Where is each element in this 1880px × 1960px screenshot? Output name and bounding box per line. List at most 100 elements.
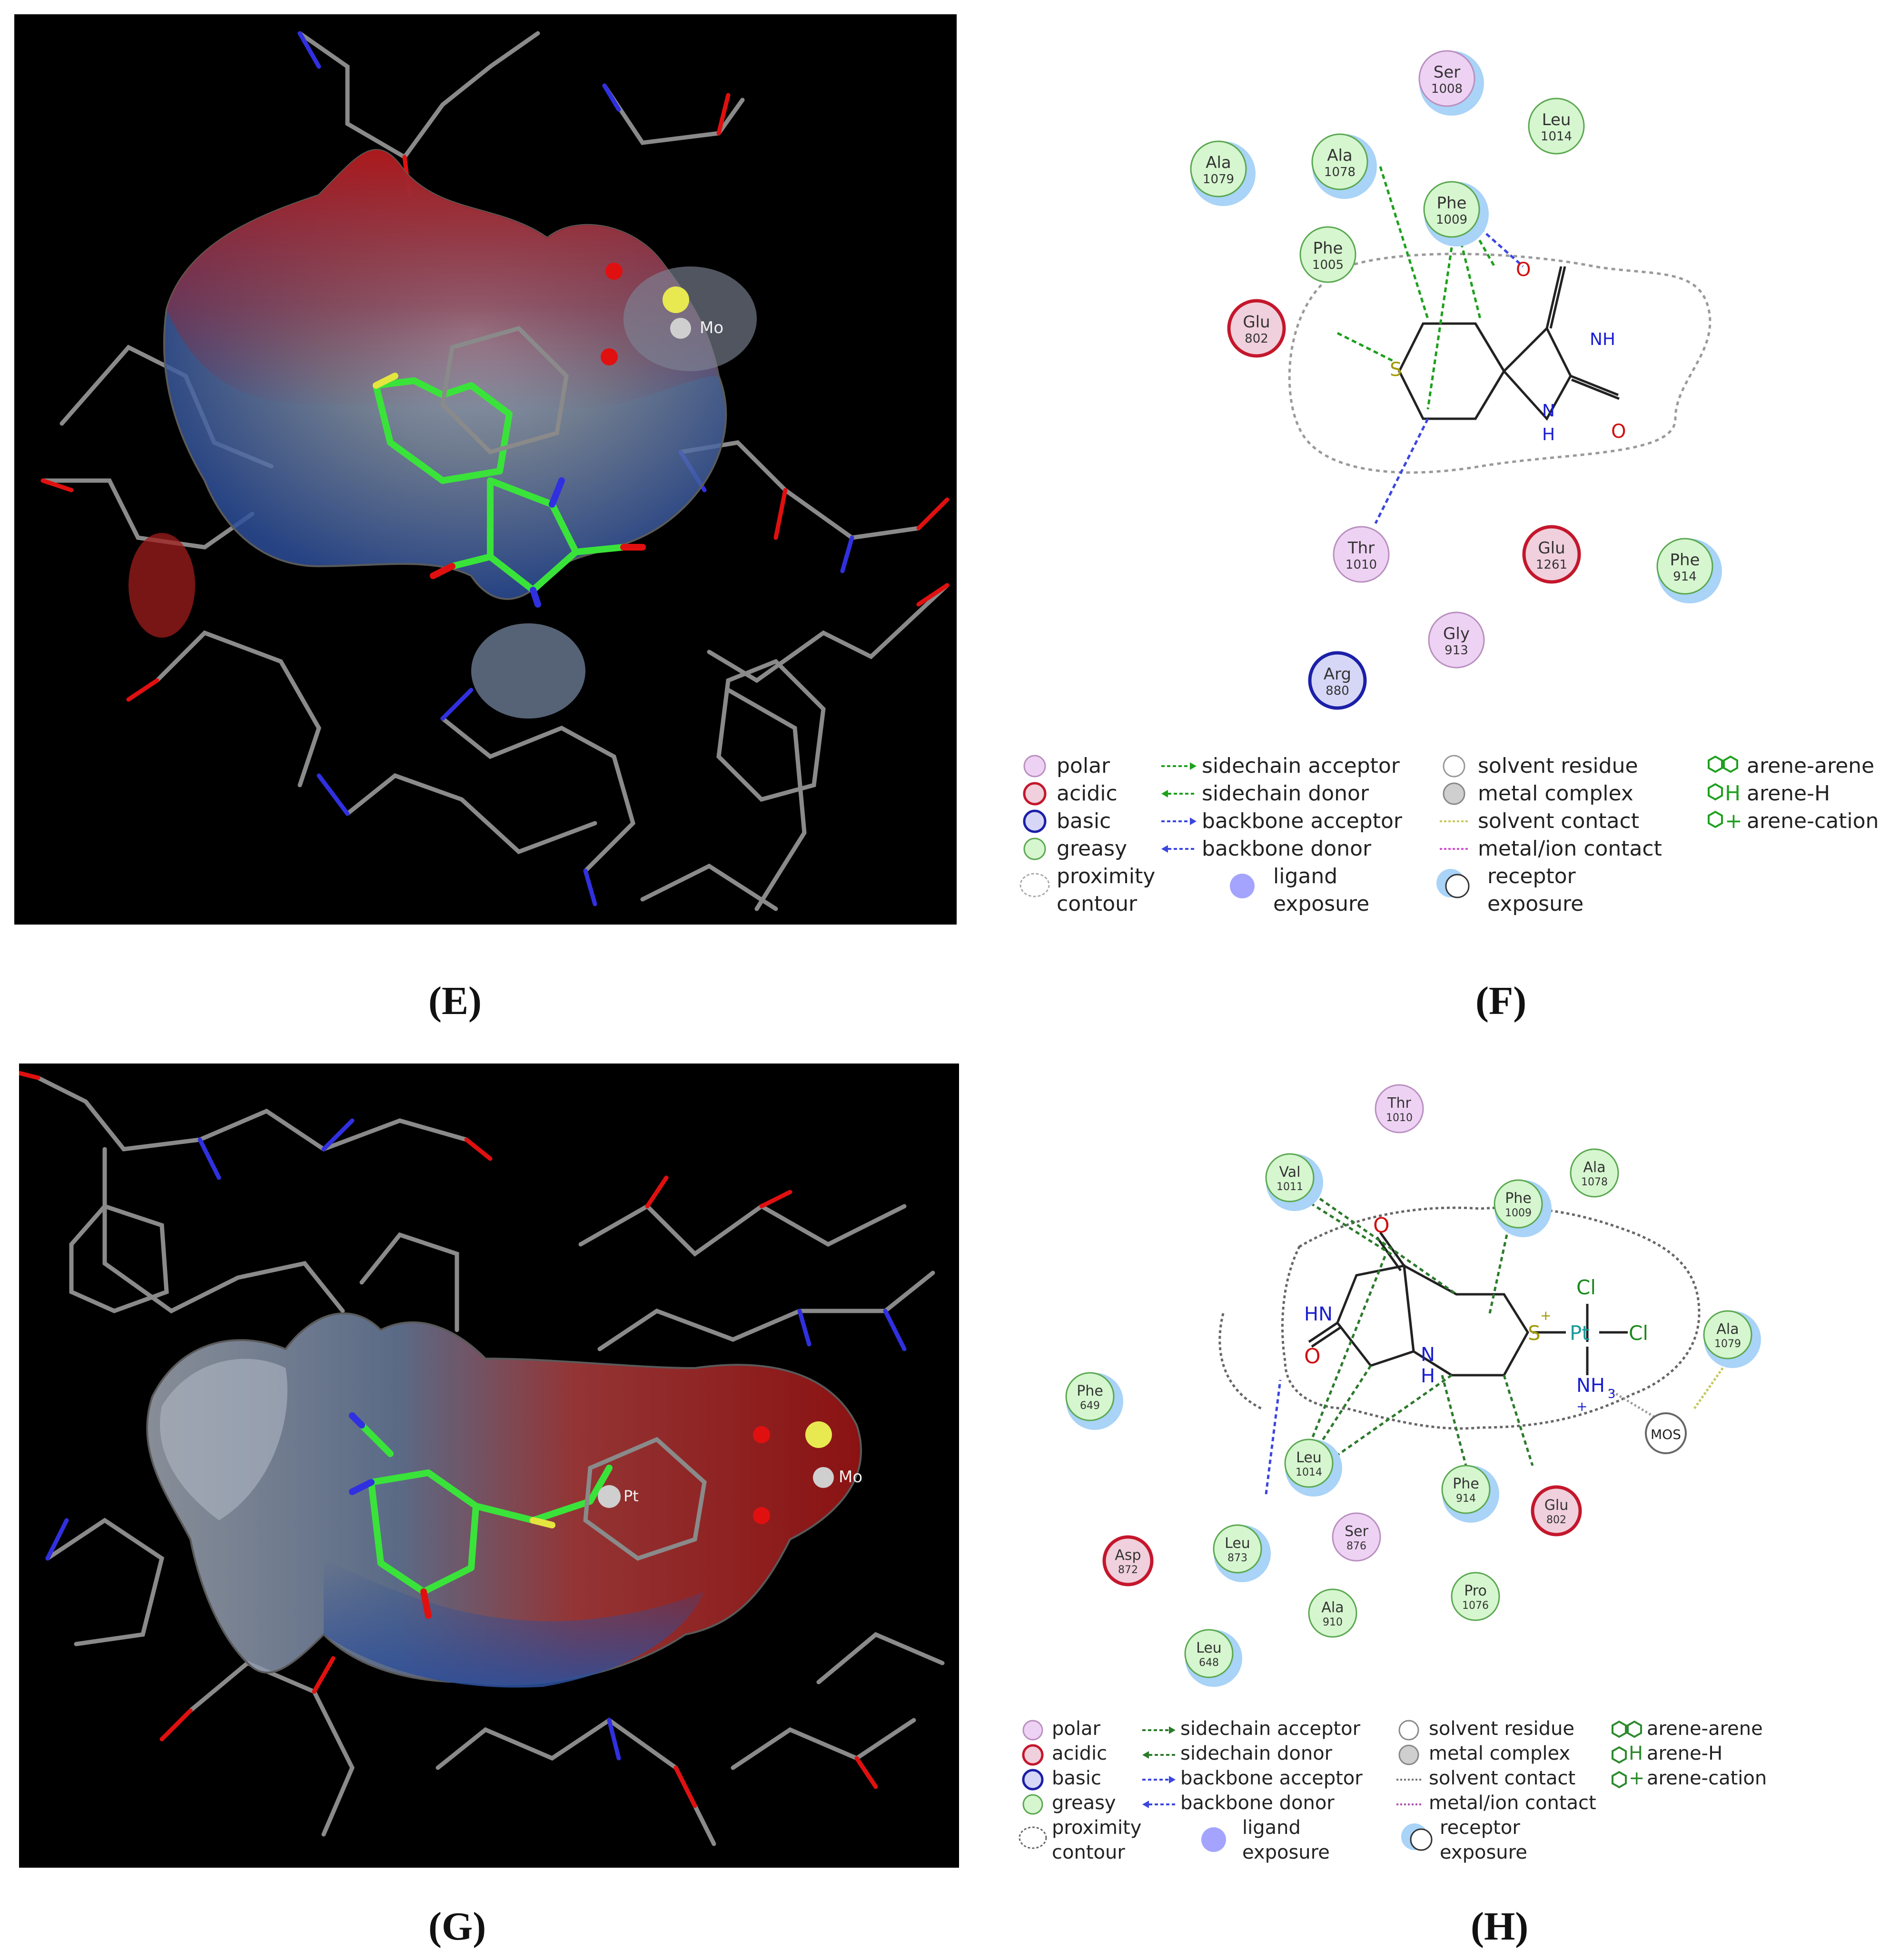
legend-arene-arene: arene-arene — [1747, 754, 1875, 778]
legend-arene-cation-glyph: + — [1725, 809, 1742, 833]
legend-ligand: ligand — [1273, 864, 1338, 888]
ligand-sticks — [358, 1422, 613, 1595]
atom-n-charge: + — [1576, 1399, 1587, 1414]
residue-disc — [1332, 1512, 1381, 1562]
residue-disc — [1451, 1572, 1500, 1621]
legend-arene-cation: arene-cation — [1647, 1767, 1767, 1789]
legend-backbone-acceptor: backbone acceptor — [1180, 1767, 1363, 1789]
legend-receptor-exposure: exposure — [1440, 1842, 1527, 1863]
residue-name: Ser — [1434, 63, 1461, 82]
residue-name: Glu — [1243, 313, 1270, 332]
residue-disc — [1428, 611, 1485, 669]
residue-disc — [1213, 1524, 1262, 1574]
residue-disc — [1703, 1310, 1752, 1359]
atom-cl: Cl — [1576, 1276, 1596, 1299]
residue-name: Ala — [1716, 1321, 1739, 1338]
legend-sidechain-acceptor: sidechain acceptor — [1202, 754, 1400, 778]
residue-name: Leu — [1542, 110, 1571, 129]
legend-backbone-donor: backbone donor — [1202, 837, 1372, 861]
legend-sidechain-donor: sidechain donor — [1180, 1743, 1333, 1764]
pt-atom — [598, 1485, 621, 1508]
atom-nh3-subscript: 3 — [1608, 1387, 1616, 1401]
legend-basic: basic — [1052, 1767, 1101, 1789]
residue-number: 1010 — [1346, 558, 1377, 572]
legend-f: polar acidic basic greasy proximity cont… — [1019, 747, 1879, 933]
residue-name: Phe — [1453, 1476, 1479, 1492]
surface-red-region — [167, 150, 719, 411]
ligand-h-structure — [1308, 1231, 1628, 1377]
residue-disc — [1570, 1148, 1619, 1198]
residue-disc — [1528, 98, 1585, 155]
atom-s: S — [1390, 359, 1402, 381]
residue-name: Thr — [1387, 1095, 1411, 1112]
residue-name: Asp — [1115, 1547, 1141, 1564]
legend-arene-h: arene-H — [1647, 1743, 1723, 1764]
panel-e-3d-view: Mo — [14, 14, 957, 925]
legend-acidic: acidic — [1057, 781, 1118, 806]
legend-arene-arene: arene-arene — [1647, 1718, 1763, 1740]
caption-h: (H) — [1471, 1904, 1529, 1949]
atom-o: O — [1516, 259, 1531, 281]
phenyl-ring — [440, 325, 569, 455]
oxygen-atom — [753, 1426, 770, 1443]
residue-number: 876 — [1346, 1540, 1366, 1552]
residue-disc — [1190, 140, 1247, 197]
mo-label: Mo — [700, 318, 723, 337]
residue-number: 1078 — [1581, 1176, 1608, 1188]
residue-disc — [1227, 299, 1286, 358]
residue-number: 1261 — [1536, 558, 1567, 572]
residue-number: 1014 — [1296, 1467, 1322, 1478]
residue-disc — [1265, 1153, 1315, 1202]
legend-arene-cation-glyph: + — [1629, 1767, 1645, 1789]
legend-metal-complex: metal complex — [1478, 781, 1633, 806]
residue-disc — [1102, 1535, 1154, 1586]
residue-number: 913 — [1445, 643, 1468, 658]
residue-name: Leu — [1196, 1640, 1222, 1656]
residue-name: Phe — [1670, 551, 1700, 570]
legend-proximity: proximity — [1052, 1817, 1142, 1839]
residue-disc — [1333, 526, 1390, 583]
residue-number: 872 — [1118, 1564, 1138, 1576]
legend-arene-h-glyph: H — [1629, 1743, 1643, 1764]
legend-sidechain-donor: sidechain donor — [1202, 781, 1369, 806]
interaction-arrows — [1336, 166, 1524, 524]
residue-discs: Thr1010Val1011Ala1078Phe1009Ala1079Phe64… — [1065, 1084, 1761, 1687]
legend-polar: polar — [1052, 1718, 1100, 1740]
residue-number: 1005 — [1312, 258, 1344, 272]
residue-name: Phe — [1437, 194, 1467, 213]
legend-solvent-residue: solvent residue — [1478, 754, 1638, 778]
pt-label: Pt — [623, 1487, 639, 1505]
legend-basic: basic — [1057, 809, 1111, 833]
residue-name: Ala — [1327, 146, 1353, 165]
legend-arene-h-glyph: H — [1725, 781, 1741, 806]
legend-solvent-residue: solvent residue — [1429, 1718, 1574, 1740]
legend-contour: contour — [1052, 1842, 1125, 1863]
surface-red-lobe — [129, 533, 195, 638]
legend-greasy: greasy — [1057, 837, 1128, 861]
residue-disc — [1522, 525, 1581, 584]
residue-number: 914 — [1456, 1493, 1476, 1505]
legend-h-symbols — [1019, 1720, 1642, 1852]
caption-f: (F) — [1475, 979, 1527, 1023]
residue-name: Arg — [1324, 665, 1351, 684]
residue-disc — [1418, 50, 1475, 107]
residue-number: 1009 — [1436, 213, 1467, 227]
atom-hn: HN — [1304, 1303, 1333, 1325]
proximity-contour — [1288, 253, 1712, 474]
residue-number: 873 — [1227, 1552, 1247, 1564]
residue-number: 910 — [1323, 1616, 1343, 1628]
residue-name: Ala — [1583, 1159, 1605, 1176]
caption-e: (E) — [428, 979, 482, 1023]
residue-disc — [1184, 1629, 1234, 1678]
atom-n: N — [1542, 401, 1555, 421]
